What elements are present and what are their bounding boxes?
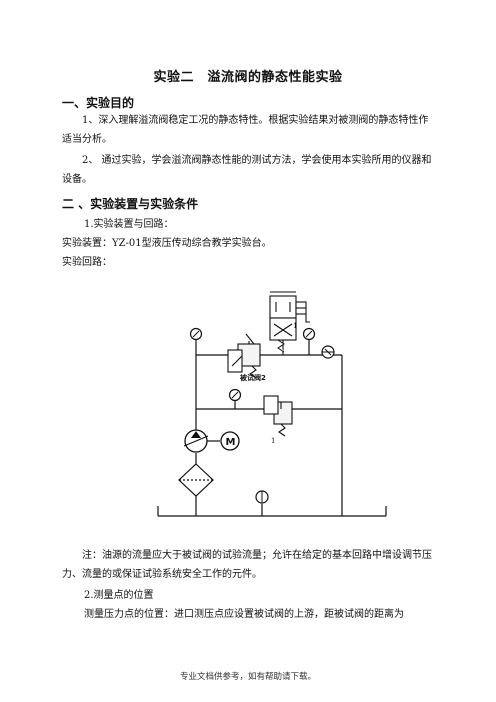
circuit-label: 实验回路：	[62, 257, 112, 268]
flow-meter-icon	[321, 345, 335, 359]
pressure-gauge-icon	[189, 327, 203, 355]
section-heading-apparatus: 二 、实验装置与实验条件	[62, 197, 199, 211]
paragraph-purpose-1: 1、深入理解溢流阀稳定工况的静态特性。根据实验结果对被测阀的静态特性作适当分析。	[62, 115, 429, 145]
section-heading-purpose: 一、实验目的	[62, 96, 135, 110]
item-apparatus-circuit: 1.实验装置与回路：	[84, 219, 174, 230]
motor-label: M	[226, 437, 236, 448]
pump-icon	[183, 429, 220, 453]
pressure-gauge-icon	[255, 490, 269, 504]
paragraph-purpose-2: 2、 通过实验，学会溢流阀静态性能的测试方法，学会使用本实验所用的仪器和设备。	[62, 155, 432, 185]
pressure-gauge-icon	[228, 388, 242, 409]
pressure-gauge-icon	[302, 327, 316, 355]
device-description: 实验装置：YZ-01型液压传动综合教学实验台。	[62, 238, 272, 249]
motor-icon	[220, 431, 240, 451]
filter-icon	[178, 463, 214, 497]
relief-valve-icon	[263, 395, 293, 437]
hydraulic-circuit-diagram: 1 被试阀2	[157, 291, 387, 517]
page-footer: 专业文档供参考，如有帮助请下载。	[179, 672, 316, 682]
label-valve-under-test: 被试阀2	[240, 373, 266, 382]
item-measuring-points: 2.测量点的位置	[84, 590, 154, 601]
relief-valve-icon	[227, 333, 261, 379]
solenoid-valve-icon	[269, 291, 310, 355]
measuring-points-text: 测量压力点的位置：进口测压点应设置被试阀的上游，距被试阀的距离为	[84, 609, 404, 620]
label-valve-1-top: 1	[293, 322, 297, 330]
page-title: 实验二 溢流阀的静态性能实验	[153, 70, 343, 85]
note-paragraph: 注：油源的流量应大于被试阀的试验流量；允许在给定的基本回路中增设调节压力、流量的…	[62, 550, 432, 580]
label-valve-1-bottom: 1	[271, 437, 275, 445]
